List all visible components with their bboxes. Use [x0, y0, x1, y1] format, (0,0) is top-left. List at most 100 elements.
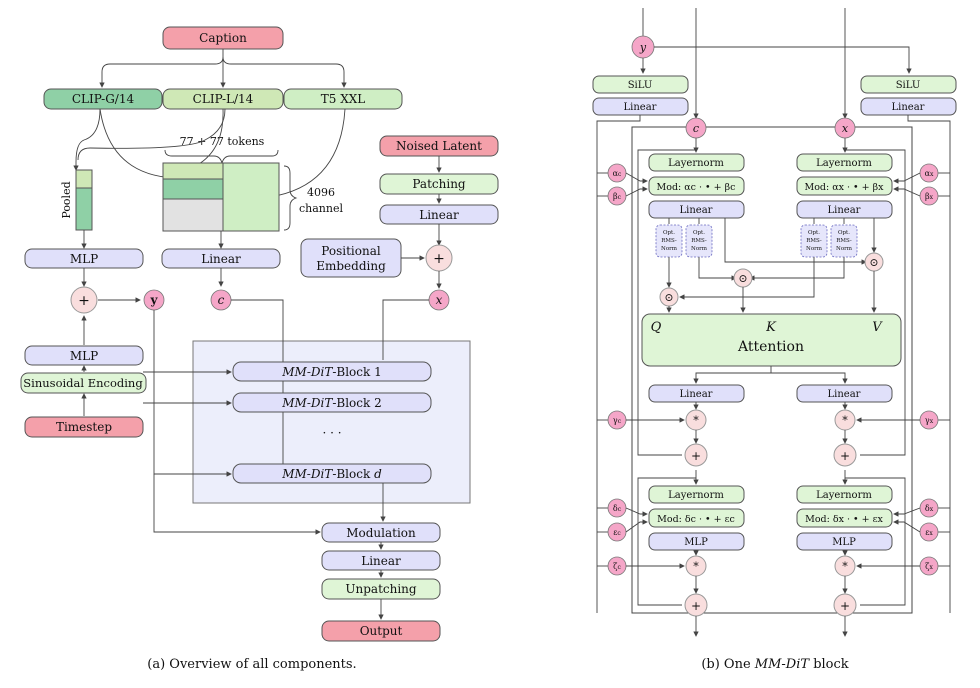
unpatching-label: Unpatching: [345, 582, 417, 596]
latent-linear-label: Linear: [419, 208, 459, 222]
svg-text:Opt.: Opt.: [838, 230, 850, 236]
rms-norm-q-c: Opt. RMS- Norm: [655, 224, 683, 258]
delta-x-label: δx: [925, 504, 934, 513]
svg-text:Opt.: Opt.: [693, 230, 705, 236]
timestep-mlp-box: [24, 345, 144, 366]
output-box: [321, 620, 441, 642]
token-matrix-t5: [222, 162, 280, 232]
svg-text:RMS-: RMS-: [661, 238, 677, 244]
out-linear-c: [648, 384, 745, 403]
adaln-linear-left-box: [592, 97, 689, 116]
layernorm-x-1-label: Layernorm: [816, 158, 872, 169]
concat-q-symbol: ⊙: [664, 291, 673, 304]
residual-mlp-c-symbol: +: [691, 599, 701, 613]
caption-label: Caption: [199, 31, 247, 45]
zeta-x-label: ζx: [925, 562, 933, 571]
attention-v: V: [872, 320, 883, 335]
mlp-c: [648, 532, 745, 551]
conditioning-sum-symbol: +: [78, 293, 90, 309]
gamma-x-label: γx: [925, 416, 934, 425]
svg-text:Norm: Norm: [691, 246, 708, 252]
token-matrix-teal: [162, 178, 224, 200]
mod-c-1: [648, 176, 745, 196]
gate-mlp-c-symbol: *: [693, 560, 699, 573]
adaln-linear-left-label: Linear: [624, 102, 657, 113]
pooled-mlp-label: MLP: [70, 252, 98, 266]
silu-right-label: SiLU: [896, 80, 921, 91]
gate-attn-c-symbol: *: [693, 414, 699, 427]
residual-attn-c-node: [684, 443, 708, 467]
clip-g-label: CLIP-G/14: [72, 92, 135, 106]
positional-sum-symbol: +: [433, 251, 445, 267]
final-modulation-label: Modulation: [346, 526, 416, 540]
alpha-c-label: αc: [613, 169, 622, 178]
adaln-linear-right-label: Linear: [892, 102, 925, 113]
concat-v-symbol: ⊙: [869, 256, 878, 269]
svg-text:Opt.: Opt.: [663, 230, 675, 236]
mm-dit-block-d-label: MM-DiT-Block d: [281, 467, 382, 481]
conditioning-sum-node: [70, 286, 98, 314]
sinusoidal-encoding-box: [20, 372, 147, 394]
mod-c-1-label: Mod: αc · • + βc: [657, 182, 736, 193]
delta-c-label: δc: [613, 504, 622, 513]
residual-mlp-x-symbol: +: [840, 599, 850, 613]
qkv-linear-c: [648, 200, 745, 219]
joint-attention-box: [641, 313, 902, 367]
noised-latent-label: Noised Latent: [396, 139, 482, 153]
gate-attn-x-symbol: *: [842, 414, 848, 427]
beta-c-label: βc: [613, 192, 622, 201]
mod-c-2: [648, 508, 745, 528]
residual-attn-c-symbol: +: [691, 449, 701, 463]
svg-text:RMS-: RMS-: [806, 238, 822, 244]
mm-dit-block-1: [232, 361, 432, 382]
t5-label: T5 XXL: [321, 92, 366, 106]
channel-number: 4096: [307, 186, 335, 199]
rms-norm-k-c: Opt. RMS- Norm: [685, 224, 713, 258]
clip-g-box: [43, 88, 163, 110]
block-frame: [631, 126, 913, 614]
mm-dit-block-1-label: MM-DiT-Block 1: [281, 365, 382, 379]
clip-l-label: CLIP-L/14: [193, 92, 254, 106]
mod-c-2-label: Mod: δc · • + εc: [657, 514, 735, 525]
svg-text:Opt.: Opt.: [808, 230, 820, 236]
tokens-label: 77 + 77 tokens: [180, 135, 265, 148]
out-linear-x-label: Linear: [828, 389, 861, 400]
alpha-x-label: αx: [925, 169, 934, 178]
mod-x-2-label: Mod: δx · • + εx: [805, 514, 883, 525]
residual-attn-x-node: [833, 443, 857, 467]
out-linear-c-label: Linear: [680, 389, 713, 400]
mlp-x-label: MLP: [832, 537, 856, 548]
rms-norm-q-x: Opt. RMS- Norm: [800, 224, 828, 258]
epsilon-x-label: εx: [925, 528, 933, 537]
overview-panel: Caption CLIP-G/14 CLIP-L/14 T5 XXL 77 + …: [20, 26, 499, 642]
mm-dit-block-ellipsis: · · ·: [322, 426, 341, 440]
mm-dit-block-panel: y SiLU Linear SiLU Linear c: [592, 8, 957, 637]
patching-label: Patching: [412, 177, 466, 191]
attention-label: Attention: [737, 339, 804, 355]
qkv-linear-x: [796, 200, 893, 219]
mod-x-1: [796, 176, 893, 196]
token-matrix-lime: [162, 162, 224, 180]
mm-dit-block-2-label: MM-DiT-Block 2: [281, 396, 382, 410]
svg-text:Norm: Norm: [661, 246, 678, 252]
concat-k-symbol: ⊙: [738, 272, 747, 285]
attention-q: Q: [651, 320, 662, 335]
zeta-c-label: ζc: [613, 562, 621, 571]
timestep-mlp-label: MLP: [70, 349, 98, 363]
layernorm-x-2-label: Layernorm: [816, 490, 872, 501]
layernorm-c-1-label: Layernorm: [668, 158, 724, 169]
layernorm-c-2: [648, 485, 745, 504]
layernorm-c-1: [648, 153, 745, 172]
qkv-linear-c-label: Linear: [680, 205, 713, 216]
gate-mlp-x-symbol: *: [842, 560, 848, 573]
layernorm-c-2-label: Layernorm: [668, 490, 724, 501]
block-x-label: x: [842, 122, 849, 135]
x-latent-label: x: [436, 293, 443, 307]
layernorm-x-2: [796, 485, 893, 504]
out-linear-x: [796, 384, 893, 403]
sinusoidal-encoding-label: Sinusoidal Encoding: [23, 376, 143, 390]
silu-left-label: SiLU: [628, 80, 653, 91]
t5-box: [283, 88, 403, 110]
timestep-label: Timestep: [56, 420, 112, 434]
